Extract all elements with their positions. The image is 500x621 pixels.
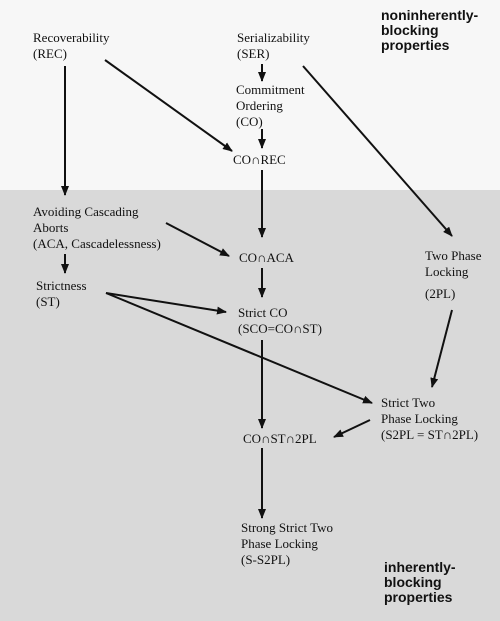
node-label: Phase Locking (381, 411, 458, 426)
node-aca: Avoiding Cascading Aborts (ACA, Cascadel… (33, 204, 161, 252)
node-commitment-ordering: Commitment Ordering (CO) (236, 82, 305, 130)
node-strictness: Strictness (ST) (36, 278, 87, 310)
node-strict-co: Strict CO (SCO=CO∩ST) (238, 305, 322, 337)
node-label: (CO) (236, 114, 263, 129)
corner-label-line: blocking (381, 22, 439, 38)
node-label: (2PL) (425, 286, 456, 301)
edge-s2pl-to-co-st-2pl (333, 419, 371, 438)
node-co-rec: CO∩REC (233, 152, 286, 168)
node-label: (SCO=CO∩ST) (238, 321, 322, 336)
node-label: Aborts (33, 220, 69, 235)
node-recoverability: Recoverability (REC) (33, 30, 110, 62)
edge-ser-to-2pl (302, 65, 453, 237)
node-label: (ST) (36, 294, 60, 309)
node-label: CO∩ST∩2PL (243, 431, 317, 446)
node-label: Strong Strict Two (241, 520, 334, 535)
node-label: Strict CO (238, 305, 288, 320)
node-label: Locking (425, 264, 469, 279)
node-label: CO∩REC (233, 152, 286, 167)
node-two-phase-locking: Two Phase Locking (2PL) (425, 248, 482, 302)
node-label: (REC) (33, 46, 67, 61)
corner-label-line: blocking (384, 574, 442, 590)
edge-st-to-sco (105, 292, 227, 315)
noninherently-blocking-label: noninherently- blocking properties (381, 8, 478, 53)
edge-st-to-s2pl (105, 292, 373, 404)
edge-aca-to-co-aca (165, 222, 230, 257)
node-label: (S-S2PL) (241, 552, 291, 567)
corner-label-line: properties (384, 589, 453, 605)
node-label: Two Phase (425, 248, 482, 263)
noninherently-blocking-region (0, 0, 500, 190)
node-label: CO∩ACA (239, 250, 294, 265)
node-label: Ordering (236, 98, 283, 113)
corner-label-line: noninherently- (381, 7, 479, 23)
node-label: Strict Two (381, 395, 436, 410)
node-label: (ACA, Cascadelessness) (33, 236, 161, 251)
node-label: Serializability (237, 30, 310, 45)
edge-2pl-to-s2pl (430, 309, 453, 388)
node-label: (SER) (237, 46, 270, 61)
node-strict-two-phase-locking: Strict Two Phase Locking (S2PL = ST∩2PL) (381, 395, 478, 443)
node-label: Phase Locking (241, 536, 318, 551)
inherently-blocking-label: inherently- blocking properties (384, 560, 456, 605)
node-label: Commitment (236, 82, 305, 97)
node-label: Recoverability (33, 30, 110, 45)
inherently-blocking-region (0, 190, 500, 621)
corner-label-line: inherently- (384, 559, 456, 575)
node-serializability: Serializability (SER) (237, 30, 310, 62)
node-label: Strictness (36, 278, 87, 293)
node-co-st-2pl: CO∩ST∩2PL (243, 431, 317, 447)
edge-rec-to-co-rec (104, 59, 233, 152)
node-label: Avoiding Cascading (33, 204, 139, 219)
node-label: (S2PL = ST∩2PL) (381, 427, 479, 442)
node-strong-strict-two-phase-locking: Strong Strict Two Phase Locking (S-S2PL) (241, 520, 333, 568)
node-co-aca: CO∩ACA (239, 250, 294, 266)
corner-label-line: properties (381, 37, 450, 53)
